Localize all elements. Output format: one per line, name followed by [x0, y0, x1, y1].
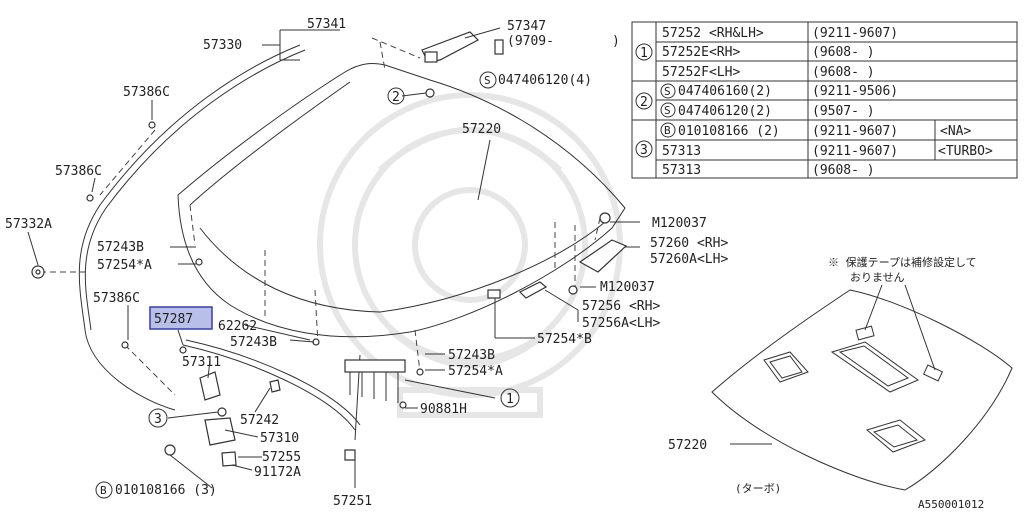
hood-57220: [177, 63, 626, 338]
prefix-b-1: B: [100, 484, 107, 497]
label-57251: 57251: [333, 494, 372, 509]
table-cell-part: 57313: [662, 144, 701, 159]
table-cell-part: 57252 <RH&LH>: [662, 26, 764, 41]
label-57287: 57287: [154, 312, 193, 327]
label-57386c-3: 57386C: [93, 291, 140, 306]
label-57243b-3: 57243B: [448, 348, 495, 363]
table-cell-part: 57313: [662, 163, 701, 178]
applicability-table: 1 2 3 57252 <RH&LH> (9211-9607) 57252E<R…: [631, 21, 1018, 179]
callout-1-bottom: 1: [506, 392, 514, 407]
label-9709: (9709-: [507, 34, 554, 49]
latch-57310: [199, 371, 356, 467]
lock-57260: [578, 239, 628, 273]
table-cell-dates: (9211-9506): [812, 84, 898, 99]
grille-57252: [344, 359, 406, 403]
table-callout-2: 2: [640, 95, 648, 110]
table-cell-part: 57252F<LH>: [662, 65, 740, 80]
part-labels: 57341 57347 (9709- ) 57330 S 047406120(4…: [5, 17, 728, 509]
label-57347: 57347: [507, 19, 546, 34]
label-62262: 62262: [218, 319, 257, 334]
table-cell-dates: (9608- ): [812, 45, 875, 60]
drawing-id: A550001012: [918, 498, 984, 511]
label-57386c-2: 57386C: [55, 164, 102, 179]
label-57254a-1: 57254*A: [97, 258, 152, 273]
label-57311: 57311: [182, 355, 221, 370]
turbo-hood-inset: ※ 保護テープは補修設定して おりません 57220 (ターボ): [668, 255, 1013, 495]
label-91172a: 91172A: [254, 465, 301, 480]
label-57220-bottom: 57220: [668, 438, 707, 453]
label-57254b: 57254*B: [537, 332, 592, 347]
pad-57256: [487, 281, 548, 299]
label-57330: 57330: [203, 38, 242, 53]
leader-lines: [27, 27, 640, 489]
label-57220-top: 57220: [462, 122, 501, 137]
table-prefix: B: [664, 124, 671, 137]
table-callout-3: 3: [640, 143, 648, 158]
label-m120037-1: M120037: [652, 216, 707, 231]
table-cell-part: 047406120(2): [678, 104, 772, 119]
label-57386c-1: 57386C: [123, 85, 170, 100]
table-cell-dates: (9211-9607): [812, 124, 898, 139]
table-prefix: S: [664, 104, 671, 117]
table-cell-dates: (9608- ): [812, 65, 875, 80]
grommet-icon: [31, 265, 45, 279]
table-cell-part: 047406160(2): [678, 84, 772, 99]
table-cell-dates: (9507- ): [812, 104, 875, 119]
highlight-57287: [149, 306, 213, 330]
table-prefix: S: [664, 85, 671, 98]
table-callout-1: 1: [640, 46, 648, 61]
label-57256a: 57256A<LH>: [582, 316, 660, 331]
table-cell-dates: (9211-9607): [812, 26, 898, 41]
label-57242: 57242: [240, 413, 279, 428]
label-57243b-2: 57243B: [230, 335, 277, 350]
label-047406120-4: 047406120(4): [498, 73, 592, 88]
table-cell-part: 57252E<RH>: [662, 45, 740, 60]
table-cell-note: <TURBO>: [938, 144, 993, 159]
table-cell-note: <NA>: [940, 124, 971, 139]
label-57332a: 57332A: [5, 217, 52, 232]
table-cell-dates: (9211-9607): [812, 144, 898, 159]
label-57310: 57310: [260, 431, 299, 446]
label-90881h: 90881H: [420, 402, 467, 417]
label-57254a-2: 57254*A: [448, 364, 503, 379]
label-m120037-2: M120037: [600, 280, 655, 295]
note-line-1: ※ 保護テープは補修設定して: [828, 255, 977, 269]
turbo-caption: (ターボ): [735, 482, 781, 495]
prefix-s-1: S: [484, 74, 491, 87]
label-57341: 57341: [307, 17, 346, 32]
hinge-57347: [421, 31, 480, 63]
table-cell-dates: (9608- ): [812, 163, 875, 178]
callout-3-left: 3: [154, 412, 162, 427]
label-9709-close: ): [612, 34, 620, 49]
callout-2: 2: [392, 90, 400, 105]
label-57243b-1: 57243B: [97, 240, 144, 255]
label-57260: 57260 <RH>: [650, 236, 728, 251]
bolt-icon: [86, 39, 611, 456]
label-010108166-3: 010108166 (3): [115, 483, 217, 498]
table-cell-part: 010108166 (2): [678, 124, 780, 139]
hood-stay-cable: [78, 44, 361, 441]
dashed-guides: [40, 37, 601, 396]
label-57256: 57256 <RH>: [582, 299, 660, 314]
label-57255: 57255: [262, 450, 301, 465]
note-line-2: おりません: [850, 271, 905, 284]
label-57260a: 57260A<LH>: [650, 252, 728, 267]
